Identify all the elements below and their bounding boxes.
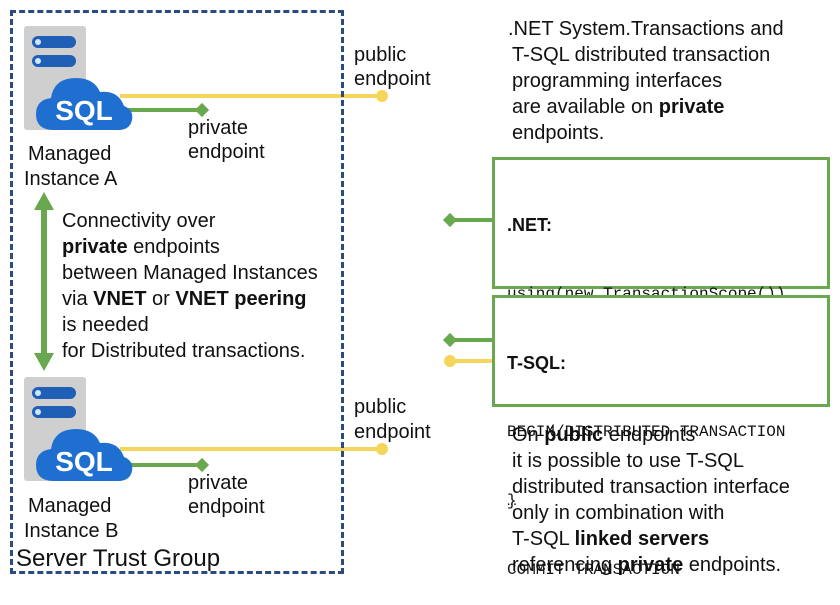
instance-b-private-1: private [188, 472, 249, 494]
instance-b-icon: SQL [24, 377, 134, 485]
tsql-code-line2: … [507, 492, 517, 510]
tsql-code-line1: BEGIN DISTRIBUTED TRANSACTION [507, 423, 786, 441]
trust-group-label: Server Trust Group [16, 545, 221, 572]
net-code-line3: //… [507, 423, 575, 441]
connectivity-note-line4: via VNET or VNET peering [62, 288, 307, 310]
instance-b-label-2: Instance B [24, 520, 119, 542]
instance-a-icon: SQL [24, 26, 134, 134]
connectivity-note-line6: for Distributed transactions. [62, 340, 306, 362]
connectivity-note-line3: between Managed Instances [62, 262, 318, 284]
public-dot-a [376, 90, 388, 102]
server-trust-group [10, 10, 344, 574]
top-note-line5: endpoints. [512, 122, 605, 144]
tsql-private-marker [442, 332, 458, 348]
top-note-line1: .NET System.Transactions and [508, 18, 784, 40]
bottom-note-line1: On public endpoints [512, 424, 696, 446]
top-note-line4: are available on private [512, 96, 725, 118]
svg-text:SQL: SQL [55, 95, 113, 126]
sql-cloud-icon: SQL [36, 78, 133, 130]
double-arrow-icon [34, 192, 54, 371]
instance-a-private-1: private [188, 117, 249, 139]
instance-a-public-2: endpoint [354, 68, 431, 90]
top-note-line3: programming interfaces [512, 70, 723, 92]
connector-lines [34, 90, 492, 473]
private-marker-b [194, 457, 210, 473]
net-code-line4: } [507, 492, 517, 510]
connectivity-note-line2: private endpoints [62, 236, 220, 258]
bottom-note-line5: T-SQL linked servers [512, 528, 710, 550]
instance-b-public-2: endpoint [354, 421, 431, 443]
net-private-marker [442, 212, 458, 228]
sql-cloud-icon: SQL [36, 429, 133, 481]
instance-a-label-1: Managed [28, 143, 112, 165]
instance-a-label-2: Instance A [24, 168, 118, 190]
bottom-note-line6: referencing private endpoints. [512, 554, 782, 576]
bottom-note-line2: it is possible to use T-SQL [512, 450, 744, 472]
tsql-public-dot [444, 355, 456, 367]
top-note-line2: T-SQL distributed transaction [512, 44, 771, 66]
instance-b-public-1: public [354, 396, 407, 418]
instance-b-label-1: Managed [28, 495, 112, 517]
bottom-note-line3: distributed transaction interface [512, 476, 790, 498]
instance-b-private-2: endpoint [188, 496, 265, 518]
tsql-code-title: T-SQL: [507, 353, 566, 373]
net-code-title: .NET: [507, 215, 552, 235]
tsql-code-box: T-SQL: BEGIN DISTRIBUTED TRANSACTION … C… [492, 295, 830, 579]
bottom-note-line4: only in combination with [512, 502, 725, 524]
svg-text:SQL: SQL [55, 446, 113, 477]
instance-a-public-1: public [354, 44, 407, 66]
public-dot-b [376, 443, 388, 455]
instance-a-private-2: endpoint [188, 141, 265, 163]
connectivity-note-line1: Connectivity over [62, 210, 216, 232]
net-code-box: .NET: using(new TransactionScope()) { //… [492, 157, 830, 510]
connectivity-note-line5: is needed [62, 314, 149, 336]
tsql-code-line3: COMMIT TRANSACTION [507, 561, 680, 579]
